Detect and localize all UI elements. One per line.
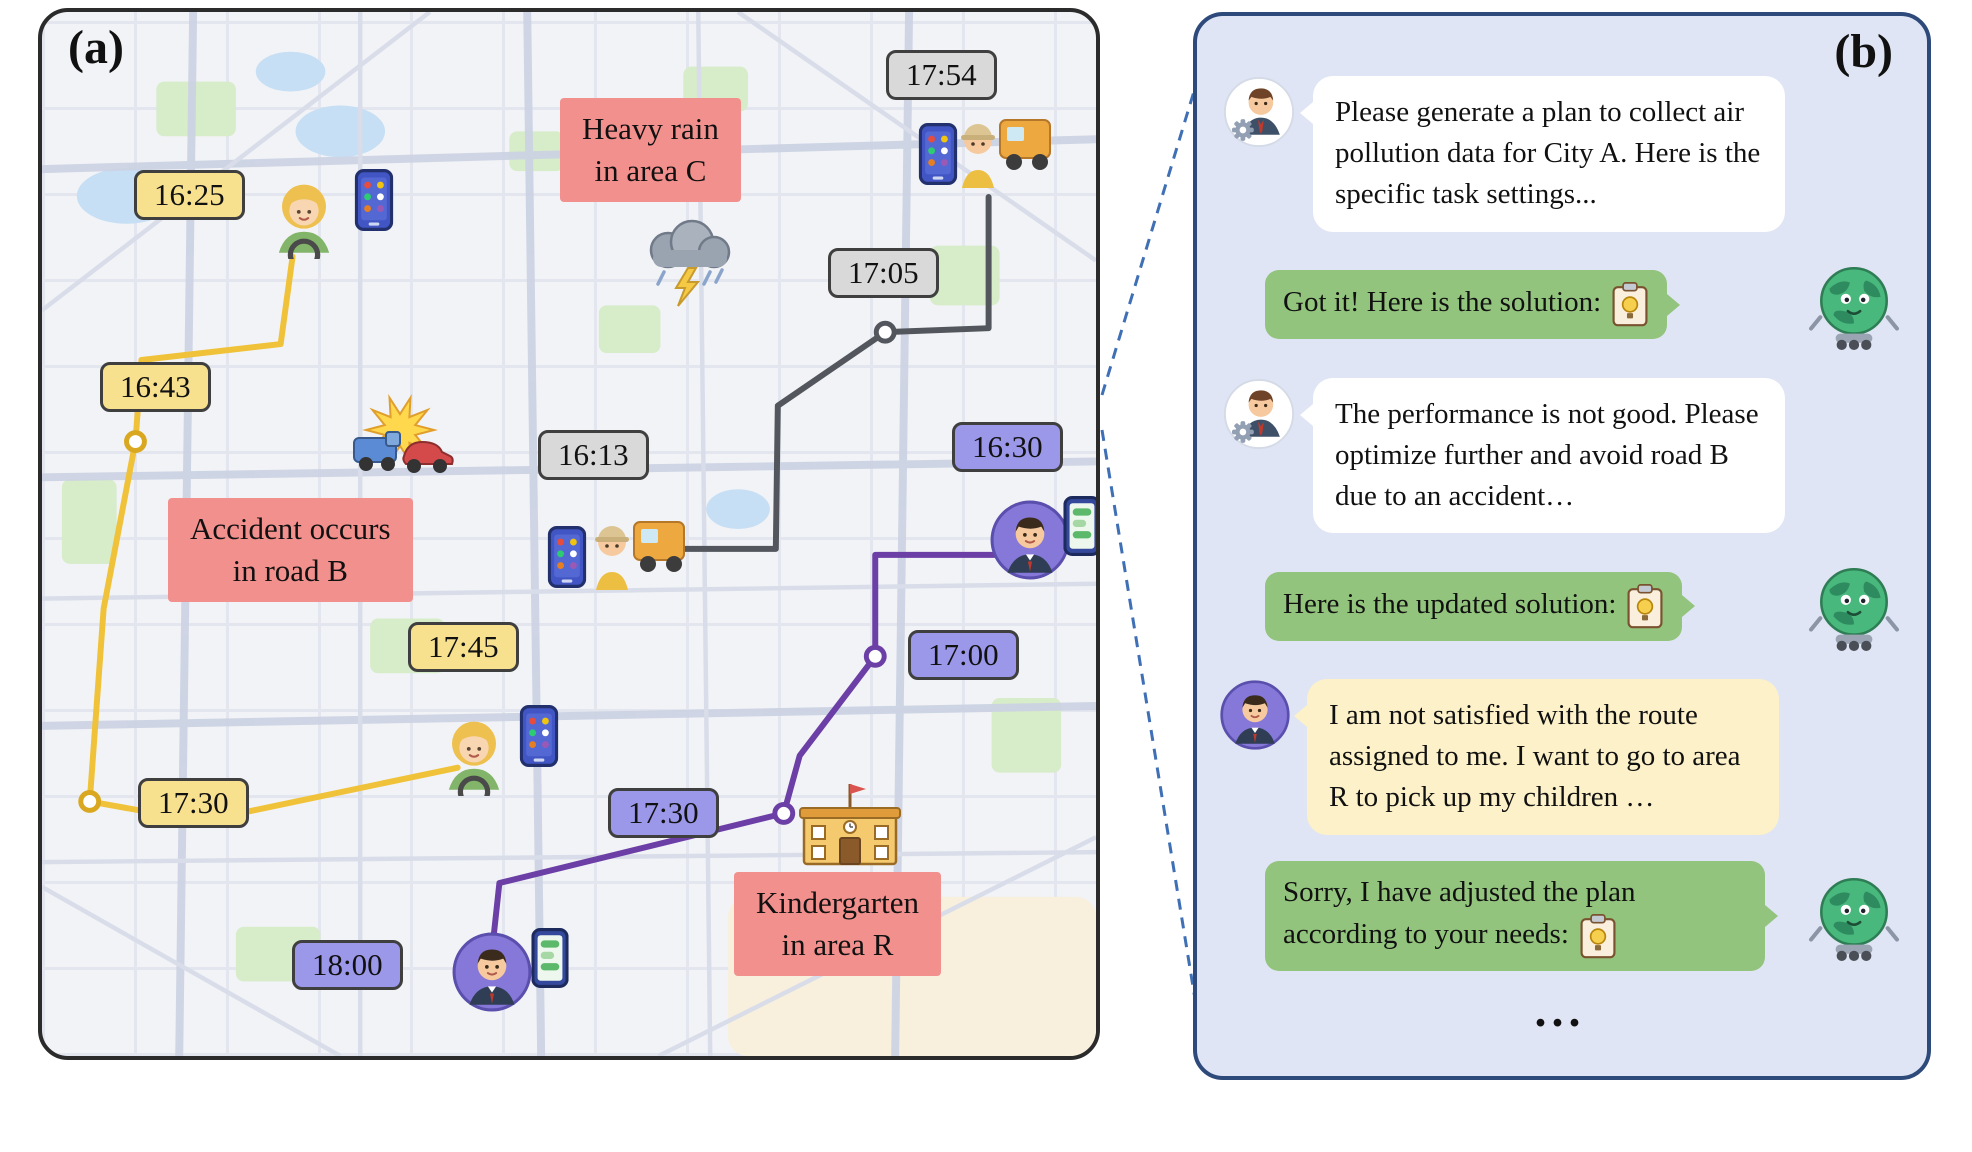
event-label-accident: Accident occurs in road B <box>168 498 413 602</box>
solution-clipboard-icon <box>1611 281 1649 328</box>
waypoint-icon <box>873 320 897 344</box>
time-label-1745: 17:45 <box>408 622 519 672</box>
route-gray-line <box>649 193 992 552</box>
waypoint-icon <box>78 790 102 813</box>
time-label-1630: 16:30 <box>952 422 1063 472</box>
time-label-1643: 16:43 <box>100 362 211 412</box>
waypoint-icon <box>124 430 147 453</box>
truck-driver-icon <box>586 512 690 592</box>
chat-panel: (b) Please generate a plan to collect ai… <box>1193 12 1931 1080</box>
city-manager-avatar <box>1223 378 1295 450</box>
event-label-kindergarten: Kindergarten in area R <box>734 872 941 976</box>
time-label-1730-purple: 17:30 <box>608 788 719 838</box>
time-label-1613: 16:13 <box>538 430 649 480</box>
panel-b-label: (b) <box>1834 25 1893 78</box>
event-label-heavy-rain: Heavy rain in area C <box>560 98 741 202</box>
message-text: I am not satisfied with the route assign… <box>1329 699 1741 814</box>
waypoint-icon <box>772 801 796 825</box>
time-label-1700: 17:00 <box>908 630 1019 680</box>
chat-bubble-manager-1: Please generate a plan to collect air po… <box>1300 76 1785 232</box>
kindergarten-icon <box>798 774 902 870</box>
solution-clipboard-icon <box>1626 583 1664 630</box>
minor-roads <box>42 12 1096 1056</box>
chat-bubble-agent-1: Got it! Here is the solution: <box>1265 270 1681 340</box>
driver-avatar <box>1219 679 1291 751</box>
time-label-1754: 17:54 <box>886 50 997 100</box>
waypoint-icon <box>863 644 887 668</box>
app-phone-icon <box>519 705 559 767</box>
chat-bubble-manager-2: The performance is not good. Please opti… <box>1300 377 1785 534</box>
accident-icon <box>342 394 458 486</box>
time-label-1800: 18:00 <box>292 940 403 990</box>
time-label-1705: 17:05 <box>828 248 939 298</box>
panel-a-label: (a) <box>68 21 124 74</box>
message-text: Please generate a plan to collect air po… <box>1335 96 1761 211</box>
truck-driver-icon <box>952 110 1056 190</box>
app-phone-icon <box>354 169 394 231</box>
chat-message-row: Please generate a plan to collect air po… <box>1223 76 1901 232</box>
message-text: The performance is not good. Please opti… <box>1335 397 1759 512</box>
app-phone-icon <box>547 526 587 588</box>
chat-phone-icon <box>531 928 569 988</box>
chat-message-row: Sorry, I have adjusted the plan accordin… <box>1265 860 1901 971</box>
chat-phone-icon <box>1063 496 1100 556</box>
male-driver-icon <box>989 499 1071 581</box>
earth-agent-avatar <box>1807 258 1901 352</box>
conversation-ellipsis: ... <box>1534 983 1586 1037</box>
message-text: Sorry, I have adjusted the plan accordin… <box>1283 875 1636 950</box>
map-panel: (a) 16:25 16:43 17:45 17:30 17:54 17:05 … <box>38 8 1100 1060</box>
city-manager-avatar <box>1223 76 1295 148</box>
earth-agent-avatar <box>1807 559 1901 653</box>
chat-message-row: The performance is not good. Please opti… <box>1223 377 1901 534</box>
time-label-1730-yellow: 17:30 <box>138 778 249 828</box>
storm-cloud-icon <box>637 214 743 310</box>
chat-message-row: Here is the updated solution: <box>1265 559 1901 653</box>
female-driver-icon <box>260 171 348 259</box>
chat-bubble-driver: I am not satisfied with the route assign… <box>1294 679 1779 835</box>
chat-message-row: Got it! Here is the solution: <box>1265 258 1901 352</box>
male-driver-icon <box>451 931 533 1013</box>
message-text: Got it! Here is the solution: <box>1283 286 1602 319</box>
earth-agent-avatar <box>1807 869 1901 963</box>
chat-bubble-agent-2: Here is the updated solution: <box>1265 571 1696 641</box>
message-text: Here is the updated solution: <box>1283 587 1617 620</box>
time-label-1625: 16:25 <box>134 170 245 220</box>
chat-message-row: I am not satisfied with the route assign… <box>1219 679 1901 835</box>
chat-bubble-agent-3: Sorry, I have adjusted the plan accordin… <box>1265 860 1778 971</box>
female-driver-icon <box>430 708 518 796</box>
solution-clipboard-icon <box>1579 913 1617 960</box>
